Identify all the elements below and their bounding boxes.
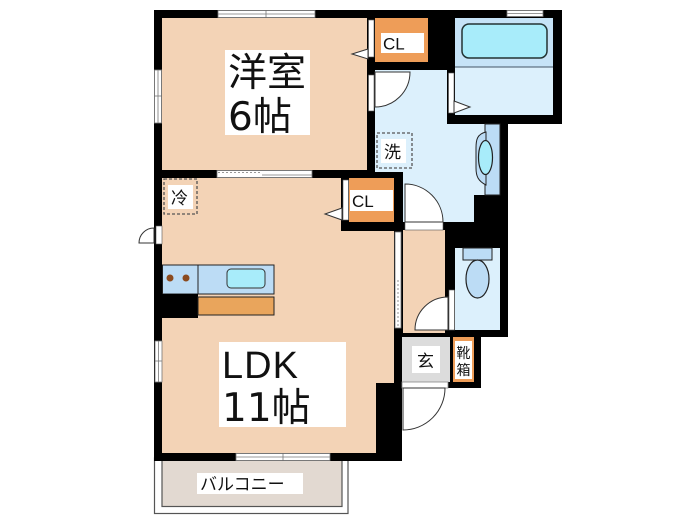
window-ldk-left: [154, 340, 163, 383]
washroom-hallway-threshold: [404, 221, 444, 231]
shoe-cabinet-label-2: 箱: [457, 363, 471, 379]
ldk-side-door: [155, 225, 163, 245]
kitchen-back-counter: [197, 296, 275, 316]
balcony-label-bg: [197, 473, 303, 494]
window-bathroom: [506, 10, 544, 17]
closet-ldk-door: [342, 179, 349, 221]
ldk-side-door-swing: [138, 227, 155, 244]
ldk-name: LDK: [222, 345, 299, 387]
toilet-tank: [462, 247, 493, 261]
western-room-name: 洋室: [228, 51, 306, 96]
washer-label: 洗: [384, 143, 401, 163]
washroom-door-swing: [374, 71, 411, 108]
ldk-size: 11帖: [222, 386, 311, 431]
bathroom: [455, 18, 553, 115]
washbasin-icon: [477, 139, 494, 176]
closet-bedroom-door-arrow: [350, 48, 369, 60]
washroom-door-from-bedroom: [368, 74, 375, 112]
washer-label-bg: [381, 139, 406, 163]
ldk-pillar: [376, 383, 402, 461]
closet-ldk-door-arrow: [323, 207, 343, 221]
toilet-door-swing: [414, 296, 449, 331]
sliding-door-western-ldk: [216, 170, 313, 178]
western-room-label: 洋室 6帖: [225, 50, 310, 140]
window-western-room-top: [217, 10, 316, 18]
entrance-label-bg: [412, 346, 440, 373]
closet-bedroom-label-bg: [381, 33, 424, 53]
toilet-door: [448, 289, 455, 331]
western-room-label-bg: [225, 50, 310, 135]
washer-space: [376, 132, 413, 169]
kitchen-pillar: [162, 294, 198, 318]
ldk-label: LDK 11帖: [219, 342, 346, 431]
stove-burner-icon: [182, 274, 190, 282]
bathroom-door: [448, 72, 455, 114]
washroom-hallway-door-swing: [404, 183, 444, 223]
western-room-size: 6帖: [228, 95, 292, 140]
toilet-icon: [465, 259, 490, 299]
bath-wash-area: [455, 67, 553, 115]
kitchen: 冷: [162, 178, 275, 318]
closet-bedroom-door: [368, 19, 375, 58]
window-ldk-balcony: [235, 453, 331, 461]
bathtub-icon: [461, 23, 548, 59]
balcony-label: バルコニー: [197, 473, 303, 495]
entrance-label: 玄: [417, 352, 434, 372]
shoe-cabinet-label-1: 靴: [457, 346, 471, 362]
bathroom-door-arrow: [453, 100, 472, 114]
closet-bedroom-label: CL: [383, 35, 405, 54]
stove-burner-icon: [166, 274, 174, 282]
entrance-door-swing: [402, 387, 446, 431]
entrance-threshold: [401, 381, 449, 389]
refrigerator-space: [163, 178, 198, 215]
entrance: 玄 靴 箱: [401, 337, 474, 431]
balcony-name: バルコニー: [200, 475, 285, 495]
sliding-door-ldk-hallway: [394, 231, 402, 329]
refrigerator-label-bg: [168, 185, 193, 209]
toilet: [455, 247, 500, 330]
window-western-room-left: [154, 69, 162, 124]
closet-ldk-label-bg: [350, 190, 393, 211]
sink-icon: [226, 268, 266, 289]
shoe-cabinet-label-bg: [455, 341, 472, 379]
closet-ldk-label: CL: [352, 192, 374, 211]
ldk-label-bg: [219, 342, 346, 427]
refrigerator-label: 冷: [171, 189, 188, 209]
